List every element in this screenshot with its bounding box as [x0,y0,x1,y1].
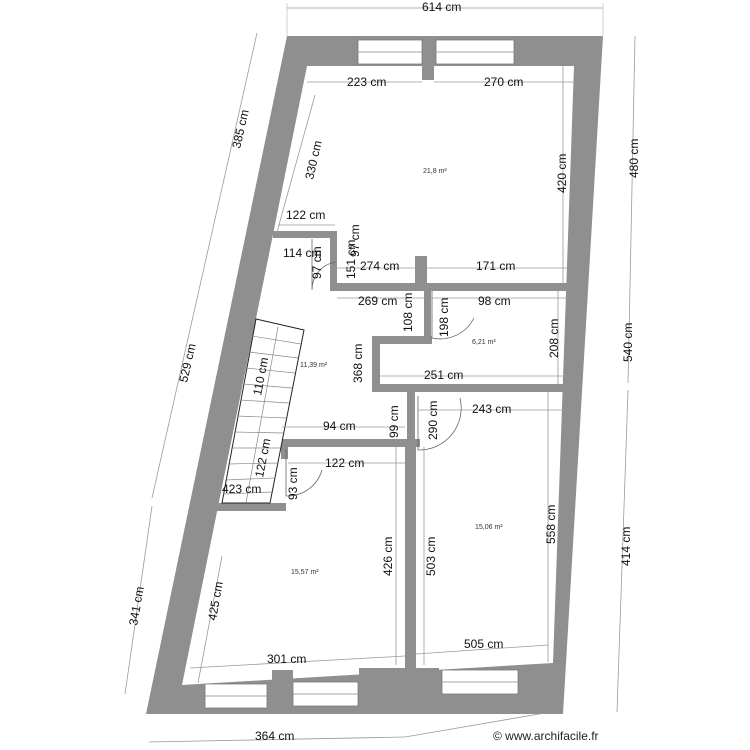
dim-label: 122 cm [286,208,325,222]
wall-stair-landing [198,503,286,511]
dim-label: 364 cm [255,729,294,743]
dim-label: 385 cm [229,108,251,149]
room-area-hall: 11,39 m² [300,362,328,369]
wall-bottom-block-1 [272,670,293,714]
dim-label: 243 cm [472,402,511,416]
wall-horizontal-1 [330,283,570,291]
dim-label: 93 cm [286,467,300,500]
dim-label: 423 cm [222,482,261,496]
dim-label: 425 cm [205,580,226,621]
dim-label: 251 cm [424,368,463,382]
dim-label: 558 cm [544,505,558,544]
wall-hall-bottom [281,439,420,447]
dim-label: 171 cm [476,259,515,273]
dim-label: 198 cm [437,298,451,337]
dim-label: 529 cm [176,342,198,383]
dim-label: 97 cm [310,246,324,279]
dim-label: 114 cm [283,246,321,260]
watermark-text: © www.archifacile.fr [493,729,599,743]
wall-bath-jog [372,336,380,391]
dim-label: 269 cm [358,294,397,308]
interior-walls [198,36,570,714]
wall-bottom-block-2 [359,668,439,714]
wall-alcove-top [273,231,335,238]
dim-label: 223 cm [347,75,386,89]
dim-label: 151 cm [344,240,358,279]
dim-label: 368 cm [351,344,365,383]
room-area-bedroom-right: 15,06 m² [475,524,503,531]
doors [285,239,475,497]
dim-label: 420 cm [555,154,569,193]
wall-bath-left [424,288,431,340]
dim-label: 290 cm [426,401,440,440]
wall-stair-stub [281,439,288,459]
dim-label: 97 cm [348,224,362,257]
dim-label: 274 cm [360,259,399,273]
dim-label: 108 cm [401,293,415,332]
dim-label: 122 cm [325,456,364,470]
dim-label: 270 cm [484,75,523,89]
wall-bedroom-divider [405,440,416,668]
dim-label: 98 cm [478,294,511,308]
exterior-walls [146,36,603,714]
door-swing-alcove [311,239,337,291]
dim-label: 94 cm [323,419,356,433]
door-swing-bath [431,291,475,340]
dim-label: 614 cm [422,0,461,14]
room-area-labels: 21,8 m² 6,21 m² 11,39 m² 15,06 m² 15,57 … [291,168,503,576]
dim-label: 208 cm [547,319,561,358]
dim-label: 301 cm [267,652,306,666]
dim-label: 503 cm [424,537,438,576]
dim-label: 426 cm [381,537,395,576]
dim-label: 341 cm [126,585,147,626]
dim-label: 540 cm [621,323,635,362]
wall-alcove-side [330,231,337,289]
wall-horizontal-2 [372,384,570,392]
door-swing-bedroom [417,396,462,451]
wall-divider-upper [407,392,415,442]
door-swing-hall [285,449,323,497]
staircase [221,318,305,504]
dim-label: 330 cm [302,139,324,180]
room-area-living: 21,8 m² [423,168,447,175]
dim-label: 414 cm [619,527,633,566]
dim-label: 505 cm [464,637,503,651]
room-area-bedroom-left: 15,57 m² [291,569,319,576]
room-area-bathroom: 6,21 m² [472,339,496,346]
windows [204,39,519,709]
wall-kitchen-stub [415,256,427,283]
dimension-lines [124,3,636,743]
wall-top-stub [422,36,434,80]
dim-label: 99 cm [387,405,401,438]
wall-bath-bottom [372,336,432,344]
dim-label: 480 cm [627,139,641,178]
